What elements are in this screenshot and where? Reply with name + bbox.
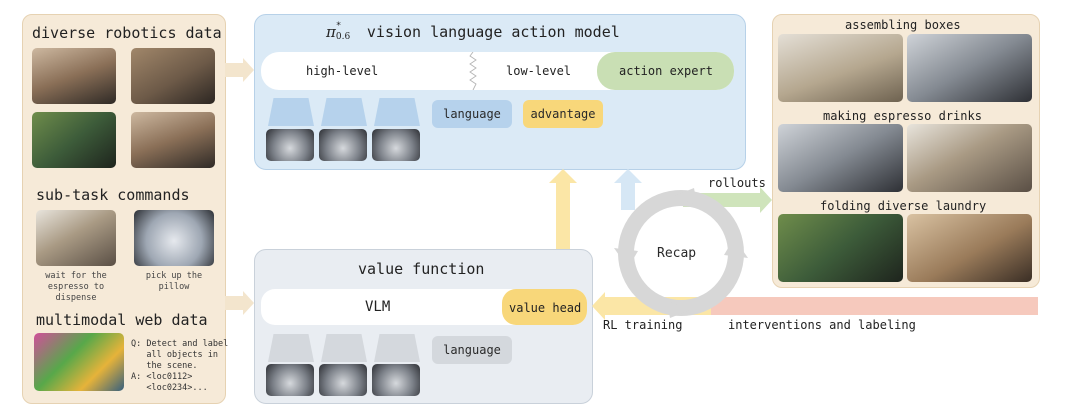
laundry-photo-2 (907, 214, 1032, 282)
espresso-title: making espresso drinks (823, 109, 982, 123)
assembling-photo-2 (907, 34, 1032, 102)
value-head-block (502, 289, 587, 325)
vla-language-token: language (432, 100, 512, 128)
value-camera-view-1 (266, 364, 314, 396)
recap-label: Recap (657, 246, 697, 261)
camera-view-2 (319, 129, 367, 161)
low-level-label: low-level (506, 64, 572, 78)
subtask-photo-pillow (134, 210, 214, 266)
value-language-token: language (432, 336, 512, 364)
vla-rollout-feed-arrow (614, 169, 642, 210)
subtask-caption-espresso: wait for the espresso to dispense (45, 271, 107, 303)
camera-view-3 (372, 129, 420, 161)
robot-photo-arms (32, 112, 116, 168)
value-image-token-3 (374, 334, 420, 362)
subtask-caption-pillow: pick up the pillow (145, 271, 203, 292)
value-camera-view-2 (319, 364, 367, 396)
image-token-1 (268, 98, 314, 126)
robot-photo-table (131, 48, 215, 104)
value-image-token-1 (268, 334, 314, 362)
recap-arrowhead-top (674, 188, 697, 205)
interventions-arrow-bar (711, 297, 1038, 315)
interventions-label: interventions and labeling (728, 318, 916, 332)
pi-subscript: 0.6 (335, 32, 351, 42)
action-expert-label: action expert (619, 64, 713, 78)
subtask-commands-title: sub-task commands (36, 186, 190, 204)
high-low-divider (469, 52, 477, 90)
image-token-3 (374, 98, 420, 126)
value-to-vla-arrow (549, 169, 577, 249)
laundry-photo-1 (778, 214, 903, 282)
robot-photo-bedroom (32, 48, 116, 104)
pi-superscript: * (335, 21, 342, 31)
vla-title-text: vision language action model (366, 23, 620, 41)
subtask-photo-espresso (36, 210, 116, 266)
diverse-robotics-title: diverse robotics data (32, 24, 222, 42)
robotics-to-vla-arrow (225, 58, 254, 82)
robot-photo-desk (131, 112, 215, 168)
high-level-label: high-level (306, 64, 379, 78)
vlm-label: VLM (365, 299, 391, 315)
espresso-photo-2 (907, 124, 1032, 192)
web-qa-text: Q: Detect and label all objects in the s… (131, 339, 229, 393)
web-photo (34, 333, 124, 391)
value-function-title: value function (358, 260, 485, 278)
camera-view-1 (266, 129, 314, 161)
assembling-boxes-title: assembling boxes (845, 18, 961, 32)
vla-title: π*0.6 vision language action model (326, 21, 620, 42)
advantage-token: advantage (523, 100, 603, 128)
espresso-photo-1 (778, 124, 903, 192)
multimodal-web-title: multimodal web data (36, 311, 208, 329)
action-expert-block (597, 52, 734, 90)
image-token-2 (321, 98, 367, 126)
value-camera-view-3 (372, 364, 420, 396)
value-head-label: value head (509, 301, 582, 315)
rollouts-label: rollouts (708, 176, 766, 190)
robotics-to-value-arrow (225, 291, 254, 315)
recap-arrowhead-left (614, 248, 638, 268)
assembling-photo-1 (778, 34, 903, 102)
value-image-token-2 (321, 334, 367, 362)
pi-symbol: π (326, 23, 336, 41)
laundry-title: folding diverse laundry (820, 199, 987, 213)
rl-training-label: RL training (603, 318, 683, 332)
recap-arrowhead-bottom (667, 301, 690, 318)
recap-arrowhead-right (724, 238, 748, 258)
